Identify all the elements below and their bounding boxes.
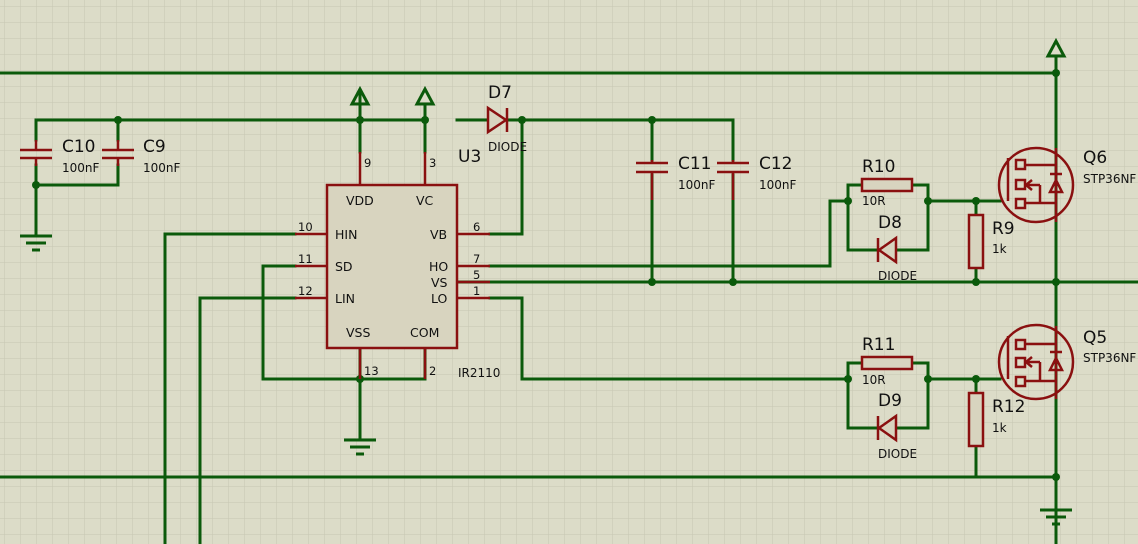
diode-d9[interactable]: D9 DIODE: [846, 391, 930, 461]
pin-name-vdd: VDD: [346, 193, 374, 208]
pin-num-ho: 7: [473, 252, 480, 266]
resistor-r11[interactable]: R11 10R: [846, 335, 930, 387]
mosfet-q6[interactable]: Q6 STP36NF: [997, 146, 1136, 224]
c9-value-label: 100nF: [143, 161, 181, 175]
mosfet-q5[interactable]: Q5 STP36NF: [997, 323, 1136, 401]
capacitor-c10[interactable]: C10 100nF: [20, 137, 100, 175]
capacitor-c9[interactable]: C9 100nF: [102, 137, 181, 175]
diode-d7[interactable]: D7 DIODE: [486, 83, 527, 154]
pin-num-lo: 1: [473, 284, 480, 298]
pin-name-vb: VB: [430, 227, 447, 242]
pin-num-hin: 10: [298, 220, 313, 234]
pin-num-com: 2: [429, 364, 436, 378]
u3-ref-label: U3: [458, 147, 481, 167]
c9-ref-label: C9: [143, 137, 166, 157]
resistor-r9[interactable]: R9 1k: [967, 213, 1015, 270]
c12-value-label: 100nF: [759, 178, 797, 192]
pin-name-vss: VSS: [346, 325, 370, 340]
resistor-r10[interactable]: R10 10R: [846, 157, 930, 208]
junctions: [32, 69, 1060, 481]
d9-ref-label: D9: [878, 391, 902, 411]
pin-num-lin: 12: [298, 284, 313, 298]
r10-ref-label: R10: [862, 157, 895, 177]
ground-symbol-q5[interactable]: [1040, 508, 1072, 526]
r12-value-label: 1k: [992, 421, 1007, 435]
pin-name-lo: LO: [431, 291, 448, 306]
c10-ref-label: C10: [62, 137, 96, 157]
pin-num-vdd: 9: [364, 156, 371, 170]
q5-ref-label: Q5: [1083, 328, 1107, 348]
r11-ref-label: R11: [862, 335, 895, 355]
d8-value-label: DIODE: [878, 269, 917, 283]
power-terminal-vdd[interactable]: [349, 85, 371, 106]
r11-value-label: 10R: [862, 373, 886, 387]
q6-value-label: STP36NF: [1083, 172, 1136, 186]
pin-num-vss: 13: [364, 364, 379, 378]
ic-u3-ir2110[interactable]: U3 IR2110 VDD VC HIN SD LIN VSS COM VB H…: [295, 147, 500, 380]
pin-name-vs: VS: [431, 275, 448, 290]
pin-name-ho: HO: [429, 259, 448, 274]
q5-value-label: STP36NF: [1083, 351, 1136, 365]
resistor-r12[interactable]: R12 1k: [967, 391, 1025, 448]
pin-name-com: COM: [410, 325, 439, 340]
r12-ref-label: R12: [992, 397, 1025, 417]
r9-ref-label: R9: [992, 219, 1015, 239]
pin-name-lin: LIN: [335, 291, 355, 306]
pin-num-sd: 11: [298, 252, 313, 266]
ground-symbol-c10[interactable]: [20, 234, 52, 252]
c11-value-label: 100nF: [678, 178, 716, 192]
u3-value-label: IR2110: [458, 366, 500, 380]
c11-ref-label: C11: [678, 154, 712, 174]
pin-name-hin: HIN: [335, 227, 357, 242]
d7-ref-label: D7: [488, 83, 512, 103]
c10-value-label: 100nF: [62, 161, 100, 175]
q6-ref-label: Q6: [1083, 148, 1107, 168]
d9-value-label: DIODE: [878, 447, 917, 461]
pin-num-vb: 6: [473, 220, 480, 234]
ground-symbol-u3[interactable]: [344, 438, 376, 456]
pin-name-vc: VC: [416, 193, 434, 208]
diode-d8[interactable]: D8 DIODE: [846, 213, 930, 283]
pin-num-vc: 3: [429, 156, 436, 170]
pin-num-vs: 5: [473, 268, 480, 282]
capacitor-c12[interactable]: C12 100nF: [717, 154, 797, 200]
d8-ref-label: D8: [878, 213, 902, 233]
capacitor-c11[interactable]: C11 100nF: [636, 154, 716, 200]
r10-value-label: 10R: [862, 194, 886, 208]
power-terminal-vc[interactable]: [414, 85, 436, 106]
c12-ref-label: C12: [759, 154, 793, 174]
r9-value-label: 1k: [992, 242, 1007, 256]
pin-name-sd: SD: [335, 259, 353, 274]
power-terminal-top-rail[interactable]: [1045, 37, 1067, 58]
d7-value-label: DIODE: [488, 140, 527, 154]
